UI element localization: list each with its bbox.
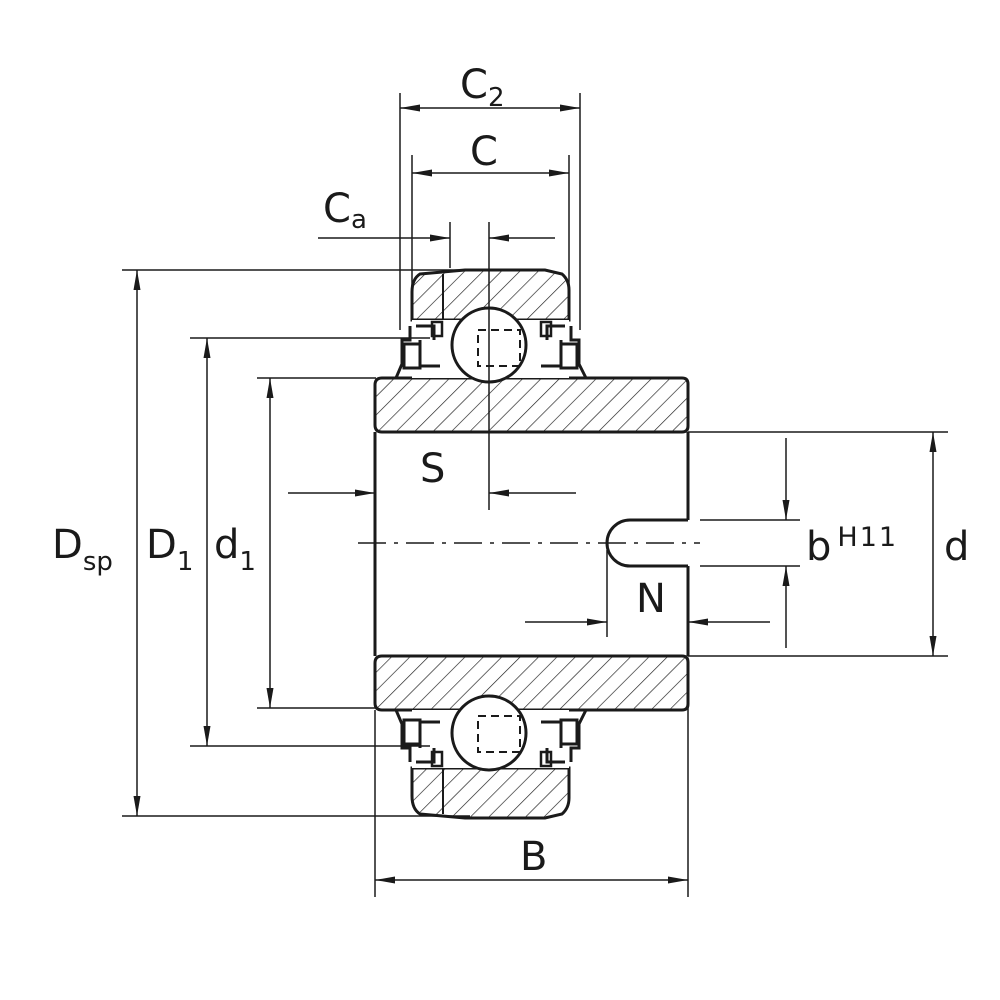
label-ca: Ca: [323, 186, 367, 235]
label-c: C: [470, 129, 498, 175]
inner-ring: [373, 376, 690, 712]
label-s: S: [420, 446, 445, 492]
inner-ring-top-section: [373, 376, 690, 434]
dimension-lines: [133, 104, 937, 884]
label-n: N: [636, 576, 666, 622]
label-c2: C2: [460, 62, 504, 113]
inner-ring-bottom-section: [373, 654, 690, 712]
label-b-width: B: [520, 834, 547, 880]
outer-ring-bottom-section: [410, 766, 571, 820]
label-d1-outer: D1: [146, 522, 193, 577]
label-d1-inner: d1: [214, 522, 256, 577]
extension-lines: [122, 93, 948, 897]
label-dsp: Dsp: [52, 522, 113, 577]
ball-bottom: [450, 694, 528, 772]
outer-ring: [410, 268, 571, 820]
label-d-bore: d: [944, 524, 969, 570]
